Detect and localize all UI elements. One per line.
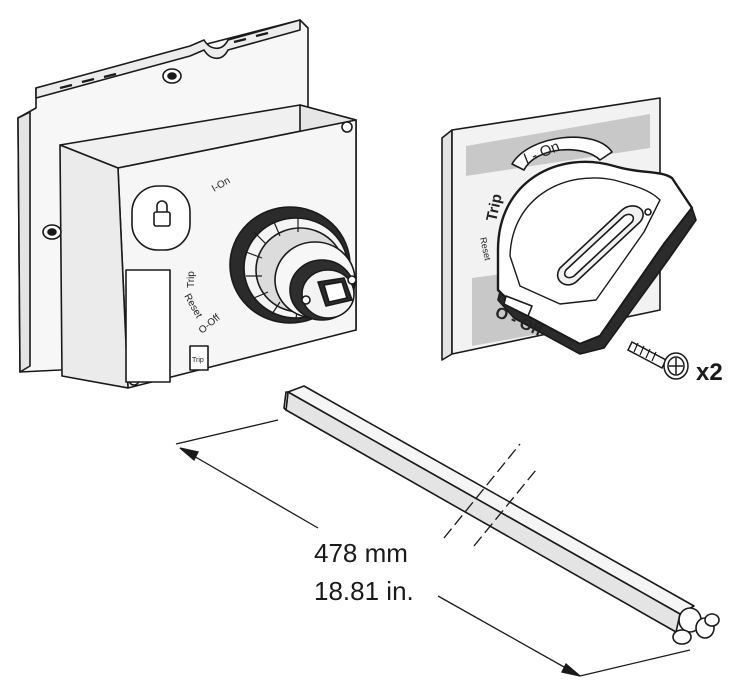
plate-top-edge bbox=[35, 19, 301, 99]
plate-side-edge bbox=[17, 111, 31, 373]
handle-assembly bbox=[441, 97, 697, 361]
mechanism-trip-button-label: Trip bbox=[192, 357, 204, 364]
shaft-coupling bbox=[672, 607, 720, 645]
dimension-mm-label: 478 mm bbox=[314, 538, 408, 568]
shaft-break-marks bbox=[443, 443, 537, 547]
label-window bbox=[125, 269, 171, 383]
box-left-face bbox=[59, 144, 129, 389]
handle-underside bbox=[497, 207, 697, 355]
screw-icon bbox=[627, 340, 689, 380]
handle-trip-label: Trip bbox=[483, 192, 505, 222]
mechanism-trip-button bbox=[189, 345, 209, 371]
dimension-lines bbox=[175, 419, 691, 677]
handle-reset-label: Reset bbox=[478, 236, 493, 262]
rotary-mechanism bbox=[17, 19, 357, 389]
padlock-icon bbox=[153, 200, 171, 227]
shaft-end-face bbox=[283, 391, 289, 411]
dimension-line bbox=[179, 447, 319, 529]
arrow-right-icon bbox=[561, 662, 581, 677]
escutcheon-edge bbox=[441, 129, 453, 361]
plate-slots bbox=[59, 31, 269, 90]
plate-screw-icon bbox=[42, 68, 182, 240]
on-label-arc bbox=[511, 136, 613, 171]
screw-quantity-label: x2 bbox=[696, 359, 723, 386]
handle-pin-icon bbox=[644, 208, 652, 216]
extension-shaft bbox=[283, 385, 720, 645]
mechanism-trip-label: Trip bbox=[186, 271, 197, 288]
dimension-in-label: 18.81 in. bbox=[314, 576, 414, 606]
arrow-left-icon bbox=[179, 447, 199, 462]
corner-screw-icon bbox=[341, 121, 353, 133]
